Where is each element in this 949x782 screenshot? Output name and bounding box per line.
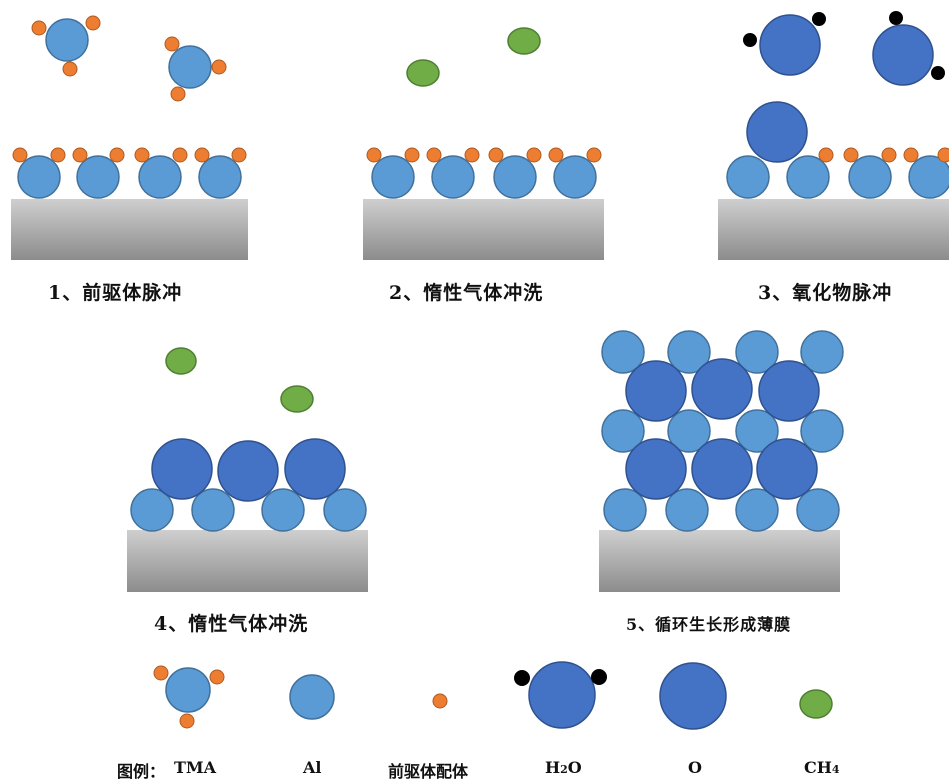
ch4-molecule [165, 347, 197, 375]
tma-molecule [31, 15, 101, 77]
tma-molecule-icon [153, 665, 225, 729]
ch4-label-ch: CH [804, 758, 832, 777]
o-atom-icon [659, 662, 727, 730]
h2o-molecule [872, 11, 945, 86]
h2o-label-o: O [567, 758, 582, 777]
oxygen-layer-upper [625, 358, 820, 422]
legend-label-al: Al [303, 758, 322, 777]
oxygen-layer-lower [625, 438, 818, 500]
substrate [127, 530, 368, 592]
oxygen-layer [151, 438, 346, 502]
legend-icons [153, 661, 833, 730]
step-4-caption: 4、惰性气体冲洗 [154, 613, 309, 635]
h2o-label-subscript: 2 [560, 763, 568, 776]
panel-5-film-growth [599, 330, 844, 592]
al-layer-middle [601, 409, 844, 453]
panel-4-inert-purge [127, 347, 368, 592]
ch4-molecule [406, 59, 440, 87]
h2o-molecule-icon [514, 661, 607, 729]
step-3-caption: 3、氧化物脉冲 [758, 282, 893, 304]
al-surface-layer [130, 488, 367, 532]
al-atom-icon [289, 674, 335, 720]
substrate [11, 199, 248, 260]
substrate [718, 199, 949, 260]
ch4-molecule [280, 385, 314, 413]
h2o-molecule [743, 12, 826, 76]
panel-3-oxidant-pulse [718, 11, 949, 260]
substrate [363, 199, 604, 260]
legend-label-tma: TMA [174, 758, 217, 777]
h2o-label-h: H [545, 758, 561, 777]
panel-2-inert-purge [363, 27, 604, 260]
legend-label-precursor-ligand: 前驱体配体 [388, 762, 469, 781]
precursor-ligand-icon [432, 693, 448, 709]
legend-label-o: O [688, 758, 702, 777]
al-layer-bottom [603, 488, 840, 532]
step-1-caption: 1、前驱体脉冲 [48, 282, 183, 304]
legend-label-ch4: CH4 [804, 758, 840, 777]
al-surface-layer [371, 155, 597, 199]
ch4-molecule-icon [799, 689, 833, 719]
al-surface-layer [726, 155, 949, 199]
ligand-layer [12, 147, 247, 163]
al-surface-layer [17, 155, 242, 199]
panel-1-precursor-pulse [11, 15, 248, 260]
ch4-label-subscript: 4 [831, 763, 840, 776]
legend-label-h2o: H2O [545, 758, 582, 777]
ch4-molecule [507, 27, 541, 55]
ligand-layer [366, 147, 602, 163]
legend-title: 图例： [117, 762, 166, 781]
ligand-layer [818, 147, 949, 163]
step-5-caption: 5、循环生长形成薄膜 [626, 615, 792, 634]
tma-molecule [164, 36, 227, 102]
al-layer-top [601, 330, 844, 374]
step-2-caption: 2、惰性气体冲洗 [389, 282, 544, 304]
substrate [599, 530, 840, 592]
oxygen-atom [746, 101, 808, 163]
